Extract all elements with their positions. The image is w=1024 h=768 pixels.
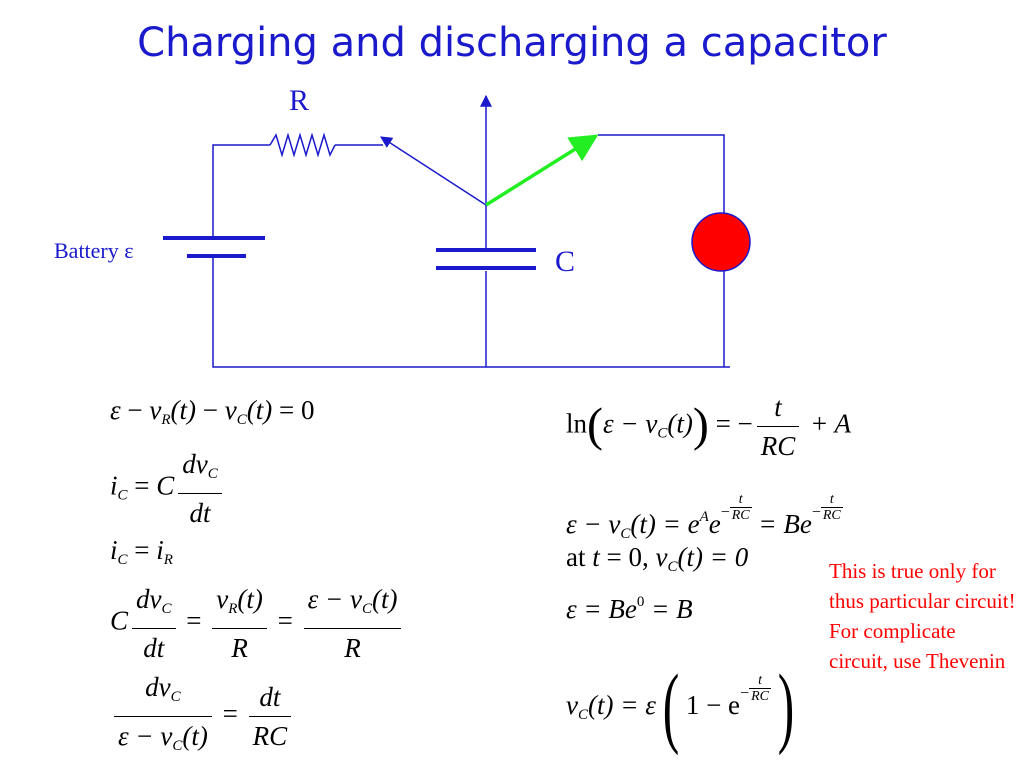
resistor-symbol [269, 132, 336, 158]
circuit-diagram [163, 94, 751, 368]
capacitor-symbol [436, 248, 536, 270]
battery-label: Battery ε [54, 238, 134, 263]
slide-title: Charging and discharging a capacitor [137, 20, 887, 66]
circuit-wires [212, 134, 730, 368]
current-equality-equation: iC = iR [110, 535, 173, 568]
constant-solution-equation: ε = Be0 = B [566, 594, 693, 624]
switch-arm-left [379, 136, 487, 206]
battery-symbol [163, 236, 265, 258]
bulb-icon [691, 212, 751, 272]
resistor-label: R [289, 84, 310, 117]
switch-arm-right [485, 134, 599, 207]
initial-condition-equation: at t = 0, vC(t) = 0 [566, 542, 749, 575]
kirchhoff-equation: ε − vR(t) − vC(t) = 0 [110, 395, 315, 428]
thevenin-note: This is true only for thus particular ci… [829, 559, 1016, 673]
capacitor-label: C [555, 245, 576, 278]
